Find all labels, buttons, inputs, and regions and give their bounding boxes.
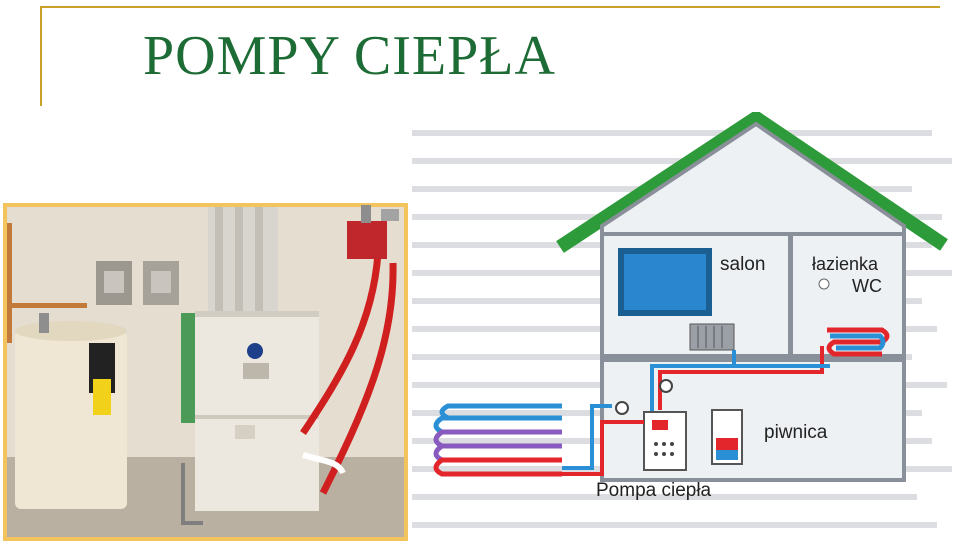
room-label-salon: salon <box>720 254 765 275</box>
room-label-basement: piwnica <box>764 422 828 443</box>
slide-frame-left <box>40 6 42 106</box>
heat-pump-diagram: salon łazienka WC piwnica Pompa ciepła <box>412 112 952 528</box>
slide-frame-top <box>40 6 940 8</box>
room-label-wc: WC <box>852 276 882 296</box>
room-label-bathroom: łazienka <box>812 254 879 274</box>
page-title: POMPY CIEPŁA <box>143 25 556 87</box>
heat-pump-photo <box>3 203 408 541</box>
diagram-caption: Pompa ciepła <box>596 480 712 501</box>
